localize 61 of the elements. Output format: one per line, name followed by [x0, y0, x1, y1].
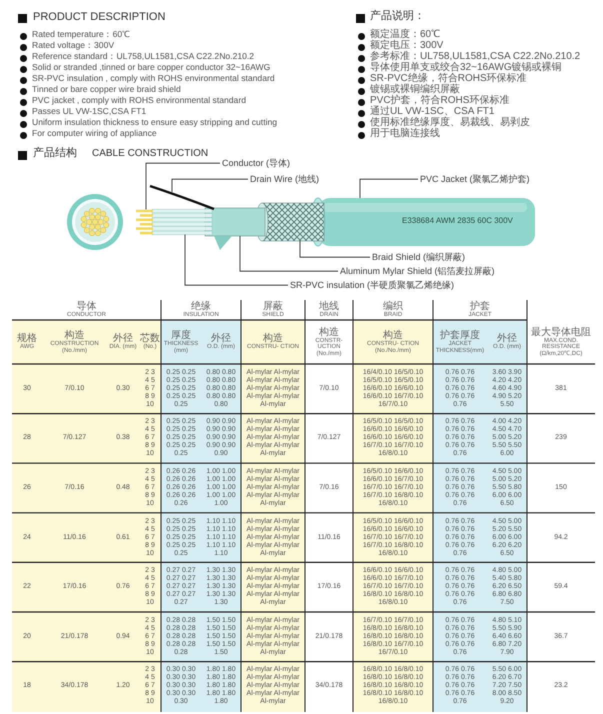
bullet-text: PVC护套，符合ROHS环保标准: [370, 95, 510, 106]
column-header: 外径: [497, 333, 517, 344]
column-header: 护套厚度: [440, 330, 480, 341]
braid-shield-drawing: [256, 202, 324, 242]
conductor-wire-tips: [136, 210, 153, 234]
column-group-header: 护套: [470, 301, 490, 312]
column-group-header: 绝缘: [191, 301, 211, 312]
leader-line: [146, 162, 220, 210]
leader-line: [360, 178, 418, 198]
leader-line: [172, 178, 248, 192]
bullet-text: PVC jacket , comply with ROHS environmental standard: [32, 96, 246, 106]
section-heading: PRODUCT DESCRIPTION: [33, 11, 166, 24]
section-heading: 产品说明：: [370, 10, 425, 23]
column-group-header: 屏蔽: [263, 301, 283, 312]
insulated-cores: [152, 209, 212, 235]
column-group-header: 地线: [319, 301, 339, 312]
bullet-text: SR-PVC insulation , comply with ROHS environmental standard: [32, 74, 275, 84]
column-header: 构造: [319, 326, 339, 338]
bullet-text: Uniform insulation thickness to ensure easy stripping and cutting: [32, 118, 278, 128]
bullet-text: 额定温度：60℃: [370, 29, 440, 40]
column-group-header: 导体: [76, 301, 96, 312]
cable-jacket: [310, 198, 535, 246]
bullet-text: Rated temperature：60℃: [32, 30, 130, 40]
callout-label: SR-PVC insulation (半硬质聚氯乙烯绝缘): [290, 280, 454, 290]
bullet-text: 参考标准：UL758,UL1581,CSA C22.2No.210.2: [370, 51, 580, 62]
cable-print: E338684 AWM 2835 60C 300V: [402, 216, 513, 226]
column-header: 构造: [263, 333, 283, 344]
bullet-text: 用于电脑连接线: [370, 128, 440, 140]
bullet-text: SR-PVC绝缘，符合ROHS环保标准: [370, 73, 527, 84]
bullet-text: 导体使用单支或绞合32~16AWG镀锡或裸铜: [370, 62, 562, 73]
column-header: 芯数: [140, 333, 160, 344]
bullet-text: Passes UL VW-1SC,CSA FT1: [32, 107, 146, 117]
section-heading: CABLE CONSTRUCTION: [92, 148, 208, 160]
column-header: 外径: [211, 333, 231, 344]
bullet-text: Solid or stranded ,tinned or bare copper conductor 32~16AWG: [32, 63, 270, 73]
column-header: 厚度: [171, 330, 191, 341]
column-header: 外径: [113, 333, 133, 344]
callout-label: Braid Shield (编织屏蔽): [372, 252, 466, 262]
callout-label: PVC Jacket (聚氯乙烯护套): [420, 174, 530, 184]
bullet-text: Rated voltage：300V: [32, 41, 114, 51]
bullet-text: For computer wiring of appliance: [32, 129, 157, 139]
section-heading: 产品结构: [33, 147, 77, 160]
bullet-text: Reference standard：UL758,UL1581,CSA C22.2No.210.2: [32, 52, 254, 62]
callout-label: Aluminum Mylar Shield (铝箔麦拉屏蔽): [340, 266, 495, 276]
bullet-text: Tinned or bare copper wire braid shield: [32, 85, 181, 95]
drain-wire: [150, 184, 214, 210]
column-header: 构造: [383, 330, 403, 341]
column-header: 构造: [64, 330, 84, 341]
callout-label: Conductor (导体): [222, 158, 290, 168]
column-header: 最大导体电阻: [531, 326, 591, 338]
bullet-text: 额定电压：300V: [370, 40, 444, 51]
bullet-text: 使用标准绝缘厚度、易裁线、易剥皮: [370, 117, 530, 128]
bullet-text: 通过UL VW-1SC、CSA FT1: [370, 106, 494, 117]
leader-line: [240, 236, 338, 272]
bullet-text: 镀锡或裸铜编织屏蔽: [370, 84, 460, 95]
foil-shield: [204, 208, 266, 250]
column-group-header: 编织: [383, 301, 403, 312]
callout-label: Drain Wire (地线): [250, 174, 319, 184]
leader-line: [300, 240, 370, 258]
leader-line: [184, 234, 288, 286]
column-header: 规格: [17, 333, 37, 344]
